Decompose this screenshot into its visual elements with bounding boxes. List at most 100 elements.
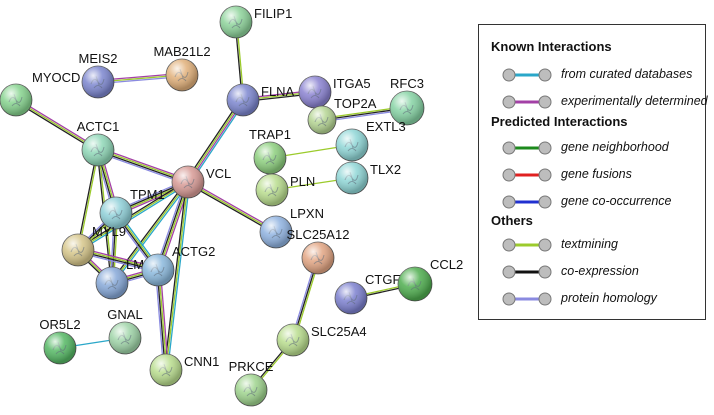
node-myocd[interactable]: MYOCD [0, 70, 80, 117]
legend-item-label: protein homology [561, 291, 657, 305]
legend-item-label: experimentally determined [561, 94, 708, 108]
legend-swatch [502, 265, 552, 279]
node-top2a[interactable]: TOP2A [307, 96, 377, 135]
edge-vcl-lmod1 [110, 180, 190, 285]
legend-swatch-node [502, 95, 516, 109]
legend-swatch-node [538, 168, 552, 182]
node-label: LPXN [290, 206, 324, 221]
legend-swatch-node [538, 95, 552, 109]
edge-line-experimentally-determined [159, 269, 170, 370]
node-shine [62, 234, 94, 266]
legend-section-title: Known Interactions [491, 39, 612, 54]
node-flna[interactable]: FLNA [226, 83, 295, 117]
edge-line-protein-homology [154, 270, 165, 371]
edge-line-experimentally-determined [188, 180, 278, 232]
node-extl3[interactable]: EXTL3 [335, 119, 406, 162]
legend-swatch-node [538, 68, 552, 82]
node-label: ACTC1 [77, 119, 120, 134]
node-label: SLC25A4 [311, 324, 367, 339]
node-shine [172, 166, 204, 198]
node-shine [96, 267, 128, 299]
node-label: MYL9 [92, 224, 126, 239]
node-label: PRKCE [229, 359, 274, 374]
node-lpxn[interactable]: LPXN [259, 206, 324, 249]
legend-item-coexpression: co-expression [499, 262, 699, 282]
node-prkce[interactable]: PRKCE [229, 359, 274, 407]
node-label: VCL [206, 166, 231, 181]
legend-section-title: Others [491, 213, 533, 228]
legend-swatch-node [502, 292, 516, 306]
edge-line-textmining [78, 150, 100, 251]
node-gnal[interactable]: GNAL [107, 307, 143, 355]
node-shine [100, 197, 132, 229]
node-filip1[interactable]: FILIP1 [219, 5, 292, 39]
edge-line-textmining [165, 181, 189, 371]
legend-item-label: from curated databases [561, 67, 693, 81]
edge-line-experimentally-determined [188, 100, 245, 183]
node-label: TLX2 [370, 162, 401, 177]
node-shine [335, 282, 367, 314]
legend-swatch-node [502, 68, 516, 82]
node-label: EXTL3 [366, 119, 406, 134]
edge-line-textmining [187, 181, 277, 233]
node-itga5[interactable]: ITGA5 [298, 75, 371, 109]
legend-item-neighborhood: gene neighborhood [499, 138, 699, 158]
node-shine [142, 254, 174, 286]
node-cnn1[interactable]: CNN1 [149, 353, 219, 387]
node-actg2[interactable]: ACTG2 [141, 244, 215, 287]
node-shine [109, 322, 141, 354]
edge-flna-vcl [185, 98, 246, 184]
edge-line-textmining [111, 181, 189, 284]
node-shine [336, 162, 368, 194]
legend-swatch-node [538, 265, 552, 279]
node-shine [150, 354, 182, 386]
node-shine [277, 324, 309, 356]
legend-item-label: gene fusions [561, 167, 632, 181]
node-slc25a12[interactable]: SLC25A12 [287, 227, 350, 275]
legend-item-cooccurrence: gene co-occurrence [499, 192, 699, 212]
node-label: GNAL [107, 307, 142, 322]
node-trap1[interactable]: TRAP1 [249, 127, 291, 175]
node-tlx2[interactable]: TLX2 [335, 161, 401, 195]
legend-item-label: gene neighborhood [561, 140, 669, 154]
node-shine [166, 59, 198, 91]
node-label: TPM1 [130, 187, 165, 202]
legend-swatch [502, 141, 552, 155]
node-or5l2[interactable]: OR5L2 [39, 317, 81, 365]
node-tpm1[interactable]: TPM1 [99, 187, 165, 230]
node-pln[interactable]: PLN [255, 173, 315, 207]
node-label: ITGA5 [333, 76, 371, 91]
node-myl9[interactable]: MYL9 [61, 224, 126, 267]
node-shine [82, 134, 114, 166]
node-shine [398, 267, 432, 301]
node-shine [336, 129, 368, 161]
edge-line-textmining [186, 99, 243, 182]
node-mab21l2[interactable]: MAB21L2 [153, 44, 211, 92]
node-slc25a4[interactable]: SLC25A4 [276, 323, 367, 357]
legend-swatch-node [502, 168, 516, 182]
legend-swatch [502, 168, 552, 182]
edge-line-from-curated-databases [189, 100, 246, 184]
legend-swatch [502, 95, 552, 109]
edge-line-co-expression [156, 270, 166, 371]
node-actc1[interactable]: ACTC1 [77, 119, 120, 167]
node-label: ACTG2 [172, 244, 215, 259]
node-rfc3[interactable]: RFC3 [389, 76, 425, 126]
node-vcl[interactable]: VCL [171, 165, 231, 199]
edge-actg2-cnn1 [154, 269, 170, 371]
node-shine [82, 66, 114, 98]
edge-line-from-curated-databases [112, 182, 190, 285]
legend-swatch [502, 292, 552, 306]
legend-swatch-node [538, 141, 552, 155]
node-label: MEIS2 [78, 51, 117, 66]
edge-line-from-curated-databases [78, 182, 190, 252]
legend-swatch-node [538, 238, 552, 252]
node-ctgf[interactable]: CTGF [334, 272, 400, 315]
node-shine [227, 84, 259, 116]
legend-swatch-node [538, 292, 552, 306]
node-meis2[interactable]: MEIS2 [78, 51, 118, 99]
edge-line-co-expression [163, 181, 188, 370]
node-ccl2[interactable]: CCL2 [397, 257, 463, 302]
node-shine [220, 6, 252, 38]
